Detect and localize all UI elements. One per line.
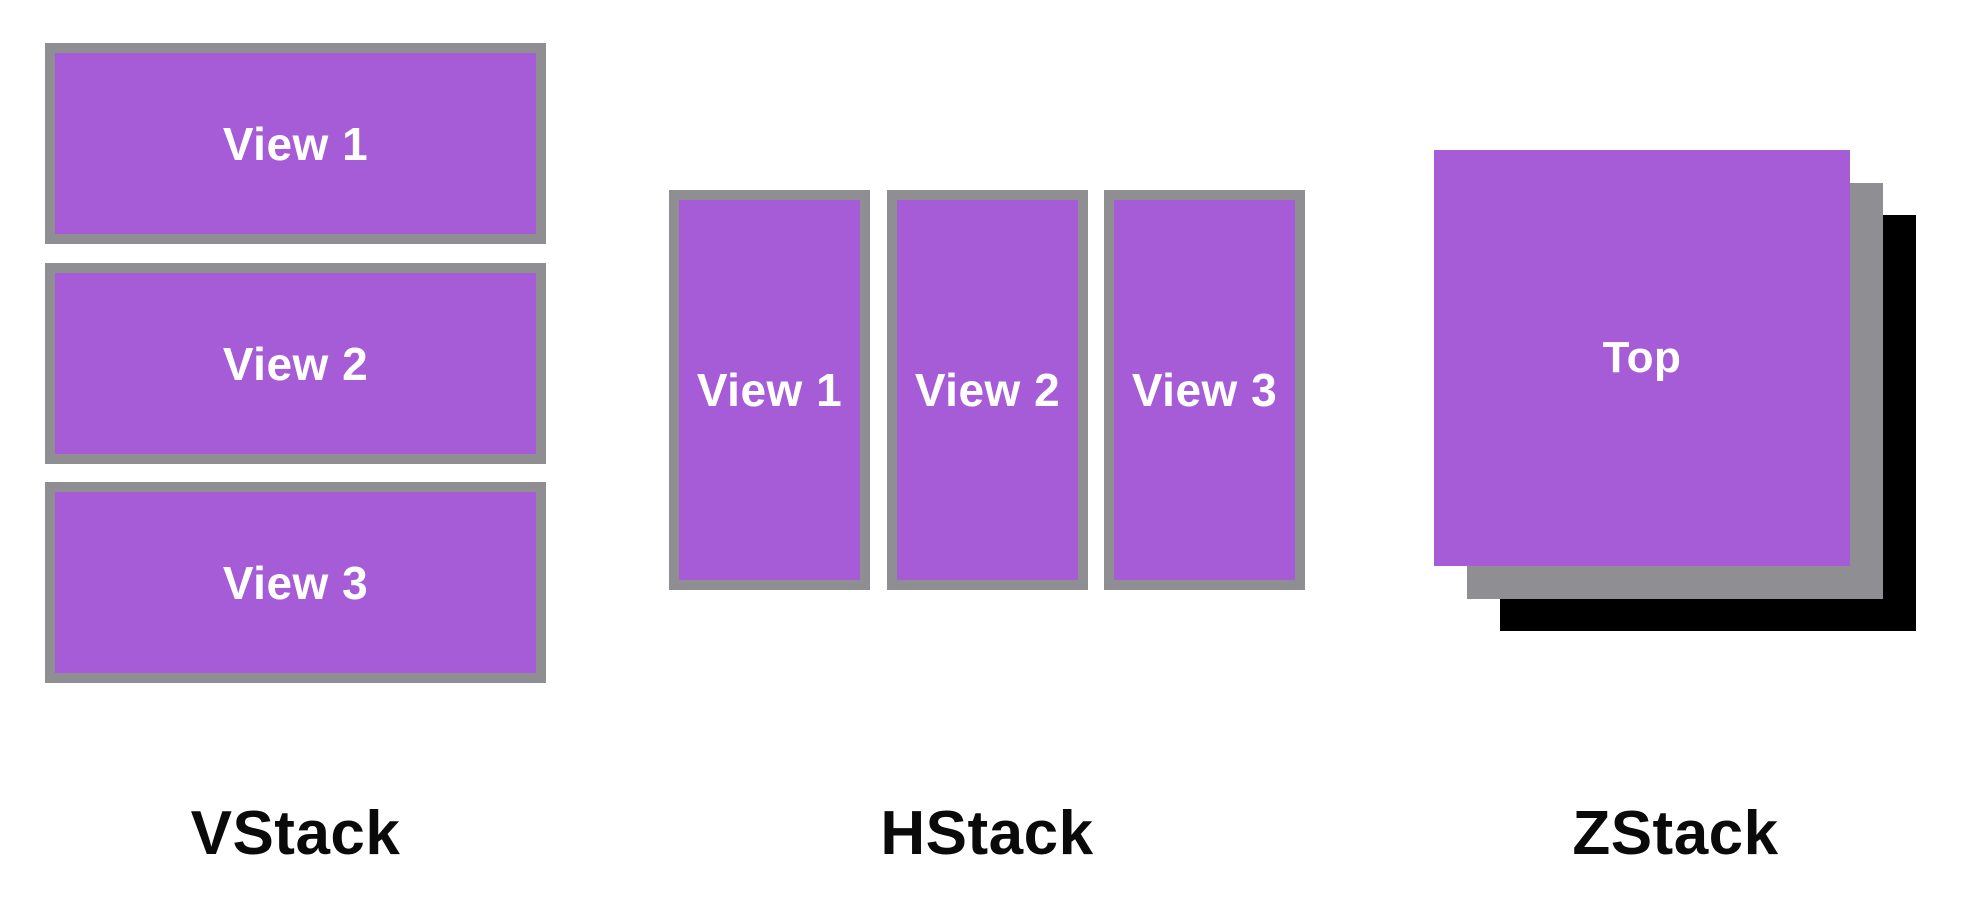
hstack-view-2-label: View 2 [914,364,1061,416]
hstack-view-1: View 1 [669,190,870,590]
vstack-view-2-label: View 2 [222,337,369,390]
zstack-top-layer-label: Top [1602,333,1682,382]
vstack-view-3-label: View 3 [222,556,369,609]
zstack-top-layer: Top [1434,150,1850,566]
hstack-view-3-label: View 3 [1131,364,1278,416]
zstack-caption: ZStack [1572,799,1779,868]
hstack-caption: HStack [880,799,1094,868]
hstack-view-2: View 2 [887,190,1088,590]
vstack-view-1-label: View 1 [222,117,369,170]
vstack-view-3: View 3 [45,482,546,683]
hstack-view-3: View 3 [1104,190,1305,590]
hstack-view-1-label: View 1 [696,364,843,416]
vstack-view-2: View 2 [45,263,546,464]
vstack-caption: VStack [190,799,401,868]
vstack-view-1: View 1 [45,43,546,244]
